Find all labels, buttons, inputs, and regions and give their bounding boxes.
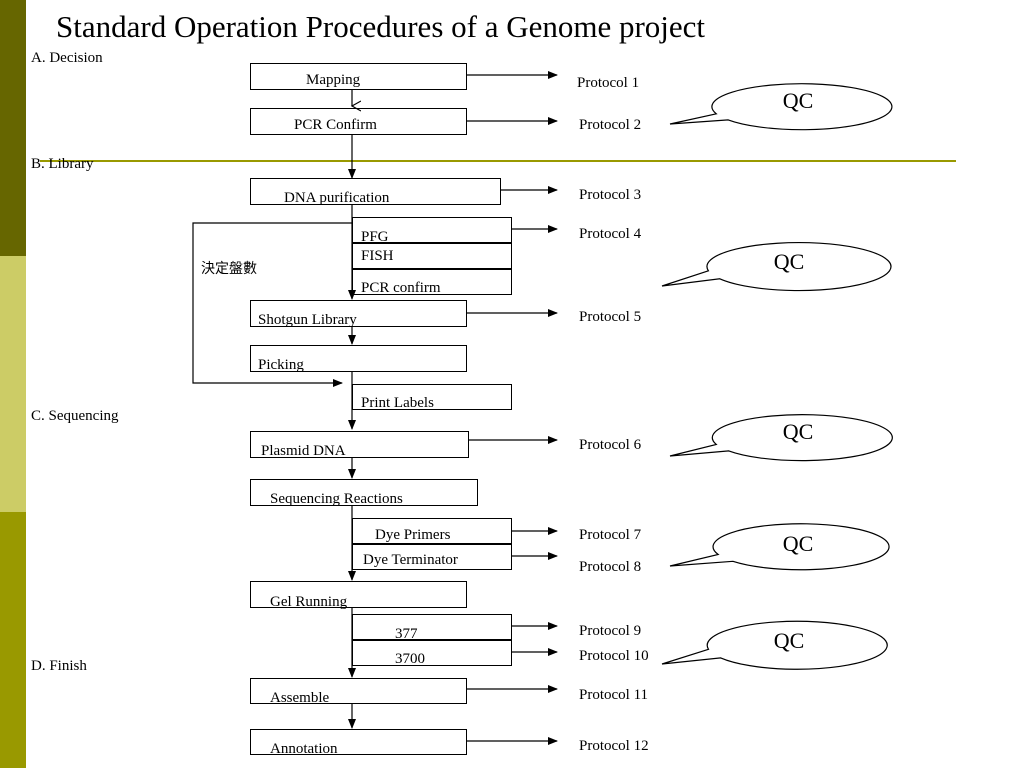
step-box-gel-running xyxy=(250,581,467,608)
protocol-label-7: Protocol 7 xyxy=(579,527,642,543)
step-box-pfg xyxy=(352,217,512,243)
qc-bubble-4 xyxy=(669,523,890,571)
sidebar-segment-bottom xyxy=(0,512,26,768)
qc-label-3: QC xyxy=(782,419,814,444)
step-box-shotgun-library xyxy=(250,300,467,327)
qc-bubble-2 xyxy=(661,241,892,292)
step-label-annotation: Annotation xyxy=(270,741,338,757)
protocol-label-8: Protocol 8 xyxy=(579,559,642,575)
qc-bubble-5 xyxy=(661,620,888,670)
step-box-annotation xyxy=(250,729,467,755)
step-box-print-labels xyxy=(352,384,512,410)
step-label-377: 377 xyxy=(395,626,418,642)
protocol-label-3: Protocol 3 xyxy=(579,187,642,203)
protocol-label-1: Protocol 1 xyxy=(577,75,640,91)
step-label-shotgun-library: Shotgun Library xyxy=(258,312,357,328)
step-label-print-labels: Print Labels xyxy=(361,395,434,411)
step-box-pcr-confirm xyxy=(250,108,467,135)
step-box-mapping xyxy=(250,63,467,90)
step-label-sequencing-reactions: Sequencing Reactions xyxy=(270,491,403,507)
protocol-label-4: Protocol 4 xyxy=(579,226,642,242)
step-box-dye-primers xyxy=(352,518,512,544)
step-label-3700: 3700 xyxy=(395,651,425,667)
qc-label-1: QC xyxy=(782,88,814,113)
step-box-fish xyxy=(352,243,512,269)
qc-label-5: QC xyxy=(773,628,805,653)
protocol-label-5: Protocol 5 xyxy=(579,309,642,325)
step-label-pfg: PFG xyxy=(361,229,389,245)
step-box-sequencing-reactions xyxy=(250,479,478,506)
section-label-library: B. Library xyxy=(31,156,94,172)
page-title: Standard Operation Procedures of a Genom… xyxy=(56,9,706,44)
protocol-label-12: Protocol 12 xyxy=(579,738,649,754)
step-label-dye-terminator: Dye Terminator xyxy=(363,552,458,568)
qc-label-2: QC xyxy=(773,249,805,274)
protocol-label-11: Protocol 11 xyxy=(579,687,649,703)
step-label-fish: FISH xyxy=(361,248,394,264)
step-box-dna-purification xyxy=(250,178,501,205)
sidebar-segment-middle xyxy=(0,256,26,512)
step-box-picking xyxy=(250,345,467,372)
step-box-3700 xyxy=(352,640,512,666)
section-label-decision: A. Decision xyxy=(31,50,103,66)
step-label-plasmid-dna: Plasmid DNA xyxy=(261,443,346,459)
step-label-picking: Picking xyxy=(258,357,304,373)
section-label-finish: D. Finish xyxy=(31,658,87,674)
qc-bubble-1 xyxy=(669,83,893,131)
sidebar-segment-top xyxy=(0,0,26,256)
step-label-pcr-confirm-lower: PCR confirm xyxy=(361,280,441,296)
step-box-dye-terminator xyxy=(352,544,512,570)
loop-label: 決定盤數 xyxy=(201,261,257,277)
protocol-label-2: Protocol 2 xyxy=(579,117,642,133)
section-label-sequencing: C. Sequencing xyxy=(31,408,119,424)
qc-bubble-3 xyxy=(669,414,893,462)
step-box-plasmid-dna xyxy=(250,431,469,458)
step-label-gel-running: Gel Running xyxy=(270,594,348,610)
step-box-pcr-confirm-lower xyxy=(352,269,512,295)
qc-label-4: QC xyxy=(782,531,814,556)
step-label-dna-purification: DNA purification xyxy=(284,190,390,206)
step-box-assemble xyxy=(250,678,467,704)
step-label-assemble: Assemble xyxy=(270,690,330,706)
protocol-label-10: Protocol 10 xyxy=(579,648,649,664)
step-label-mapping: Mapping xyxy=(306,72,361,88)
step-label-pcr-confirm: PCR Confirm xyxy=(294,117,377,133)
protocol-label-9: Protocol 9 xyxy=(579,623,642,639)
step-box-377 xyxy=(352,614,512,640)
protocol-label-6: Protocol 6 xyxy=(579,437,642,453)
step-label-dye-primers: Dye Primers xyxy=(375,527,451,543)
